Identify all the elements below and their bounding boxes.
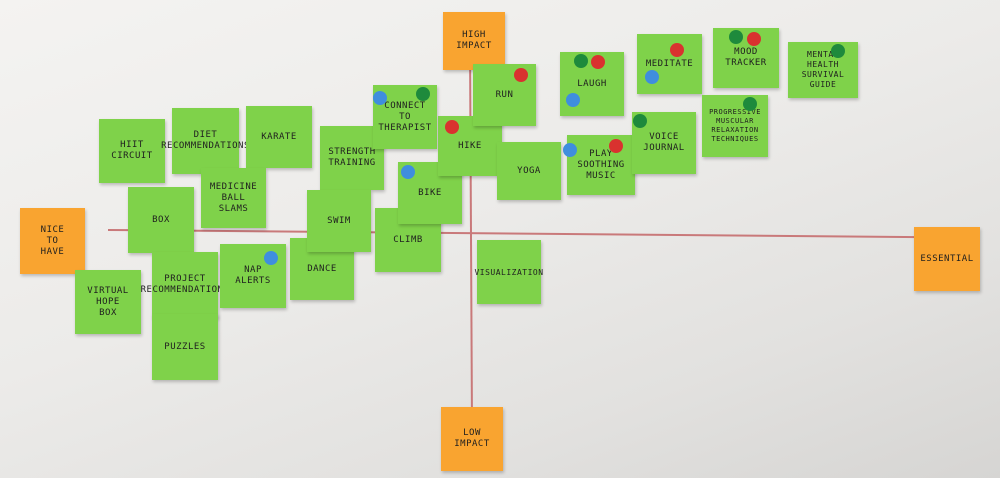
blue-vote-dot (563, 143, 577, 157)
red-vote-dot (445, 120, 459, 134)
nice-to-have-note: NICE TO HAVE (20, 208, 85, 274)
green-vote-dot (633, 114, 647, 128)
note-puzzles: PUZZLES (152, 314, 218, 380)
blue-vote-dot (645, 70, 659, 84)
red-vote-dot (609, 139, 623, 153)
note-mood-tracker: MOOD TRACKER (713, 28, 779, 88)
horizontal-axis-line (107, 229, 920, 239)
blue-vote-dot (566, 93, 580, 107)
note-hiit-circuit: HIIT CIRCUIT (99, 119, 165, 183)
red-vote-dot (747, 32, 761, 46)
note-progressive-muscular-relaxation: PROGRESSIVE MUSCULAR RELAXATION TECHNIQU… (702, 95, 768, 157)
note-project-recommendations: PROJECT RECOMMENDATIONS (141, 252, 229, 318)
red-vote-dot (670, 43, 684, 57)
blue-vote-dot (401, 165, 415, 179)
note-box: BOX (128, 187, 194, 253)
note-virtual-hope-box: VIRTUAL HOPE BOX (75, 270, 141, 334)
note-visualization: VISUALIZATION (474, 240, 543, 304)
note-karate: KARATE (246, 106, 312, 168)
blue-vote-dot (264, 251, 278, 265)
note-meditate: MEDITATE (637, 34, 702, 94)
high-impact-note: HIGH IMPACT (443, 12, 505, 70)
note-play-soothing-music: PLAY SOOTHING MUSIC (567, 135, 635, 195)
essential-note: ESSENTIAL (914, 227, 980, 291)
green-vote-dot (831, 44, 845, 58)
low-impact-note: LOW IMPACT (441, 407, 503, 471)
note-medicine-ball-slams: MEDICINE BALL SLAMS (201, 168, 266, 228)
note-diet-recommendations: DIET RECOMMENDATIONS (161, 108, 249, 174)
red-vote-dot (514, 68, 528, 82)
note-mental-health-survival-guide: MENTAL HEALTH SURVIVAL GUIDE (788, 42, 858, 98)
note-swim: SWIM (307, 190, 371, 252)
green-vote-dot (743, 97, 757, 111)
green-vote-dot (729, 30, 743, 44)
blue-vote-dot (373, 91, 387, 105)
green-vote-dot (416, 87, 430, 101)
green-vote-dot (574, 54, 588, 68)
red-vote-dot (591, 55, 605, 69)
note-yoga: YOGA (497, 142, 561, 200)
